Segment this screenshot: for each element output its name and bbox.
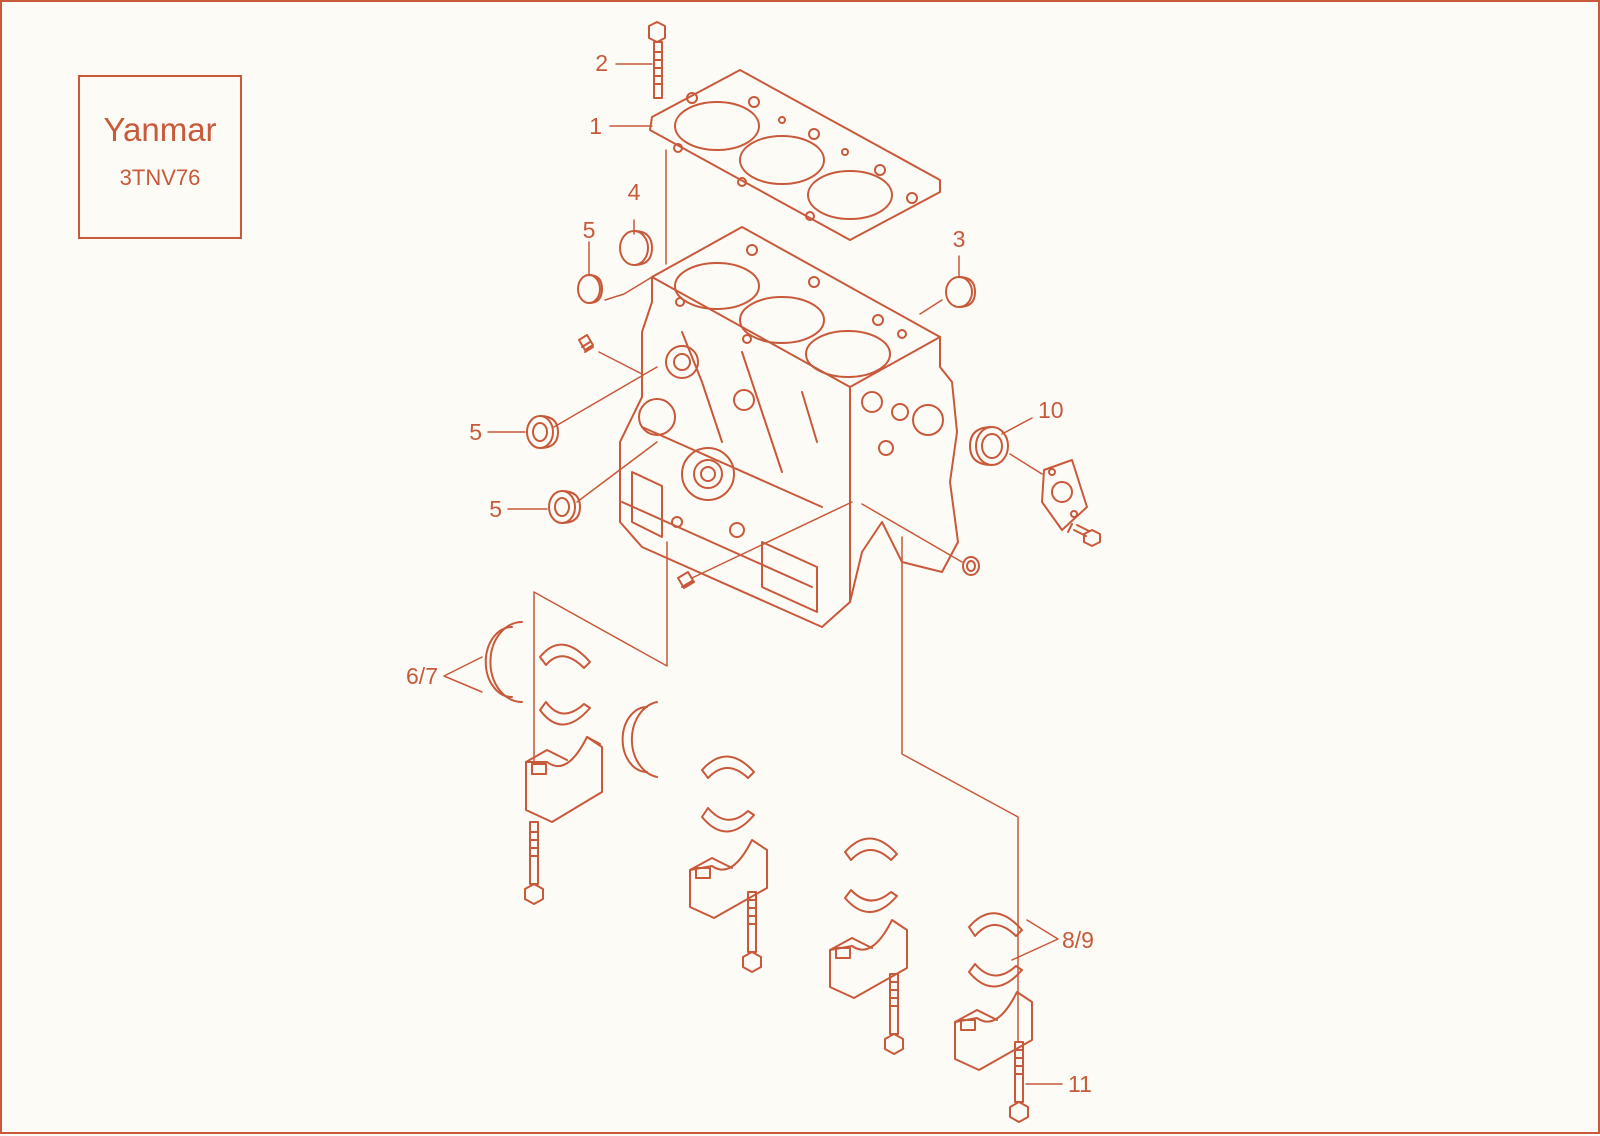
leader-lines <box>443 63 1063 1085</box>
plug-part-3[interactable] <box>945 276 976 308</box>
thrust-washer-lower[interactable] <box>621 701 658 778</box>
bushing-part-10[interactable] <box>969 426 1009 466</box>
brand-label: Yanmar <box>103 111 217 148</box>
callout-11: 11 <box>1068 1071 1092 1097</box>
thrust-washer-upper[interactable] <box>484 621 523 703</box>
plug-part-5-top[interactable] <box>577 274 603 304</box>
callout-6-7: 6/7 <box>406 663 438 689</box>
callout-1: 1 <box>589 113 602 139</box>
rear-cover-plate[interactable] <box>1041 459 1088 531</box>
callout-labels: 2 1 4 5 3 5 5 10 6/7 8/9 11 <box>406 50 1094 1097</box>
main-bearing-cap-2[interactable] <box>689 839 768 919</box>
callout-5-middle: 5 <box>469 419 482 445</box>
seal-part-5-lower[interactable] <box>548 490 581 524</box>
callout-2: 2 <box>595 50 608 76</box>
cover-bolt[interactable] <box>1067 523 1101 547</box>
main-bearing-bolt-3[interactable] <box>884 973 904 1055</box>
head-gasket-part[interactable] <box>649 69 941 241</box>
callout-5-top: 5 <box>583 217 596 243</box>
callout-5-lower: 5 <box>489 496 502 522</box>
head-bolt-part[interactable] <box>648 21 666 99</box>
title-box: Yanmar 3TNV76 <box>78 75 242 239</box>
main-bearing-bolt-11[interactable] <box>1009 1041 1029 1123</box>
seal-part-5-middle[interactable] <box>526 415 559 449</box>
plug-fitting-lower[interactable] <box>677 571 695 589</box>
main-bearing-bolt-2[interactable] <box>742 891 762 973</box>
bearing-shell-set-3[interactable] <box>844 837 898 913</box>
callout-3: 3 <box>953 226 966 252</box>
plug-part-4[interactable] <box>619 230 653 266</box>
callout-4: 4 <box>628 179 641 205</box>
drain-plug-fitting[interactable] <box>962 556 980 576</box>
bearing-shell-set-4[interactable] <box>968 912 1023 988</box>
cylinder-block-part[interactable] <box>619 226 959 628</box>
bearing-shell-set-2[interactable] <box>701 755 755 833</box>
main-bearing-bolt-1[interactable] <box>524 821 544 905</box>
main-bearing-cap-1[interactable] <box>525 736 603 823</box>
main-bearing-cap-3[interactable] <box>829 919 908 999</box>
plug-fitting-upper[interactable] <box>578 334 594 353</box>
callout-8-9: 8/9 <box>1062 927 1094 953</box>
model-label: 3TNV76 <box>119 165 201 190</box>
bearing-shell-set-1[interactable] <box>539 643 591 726</box>
callout-10: 10 <box>1038 397 1064 423</box>
